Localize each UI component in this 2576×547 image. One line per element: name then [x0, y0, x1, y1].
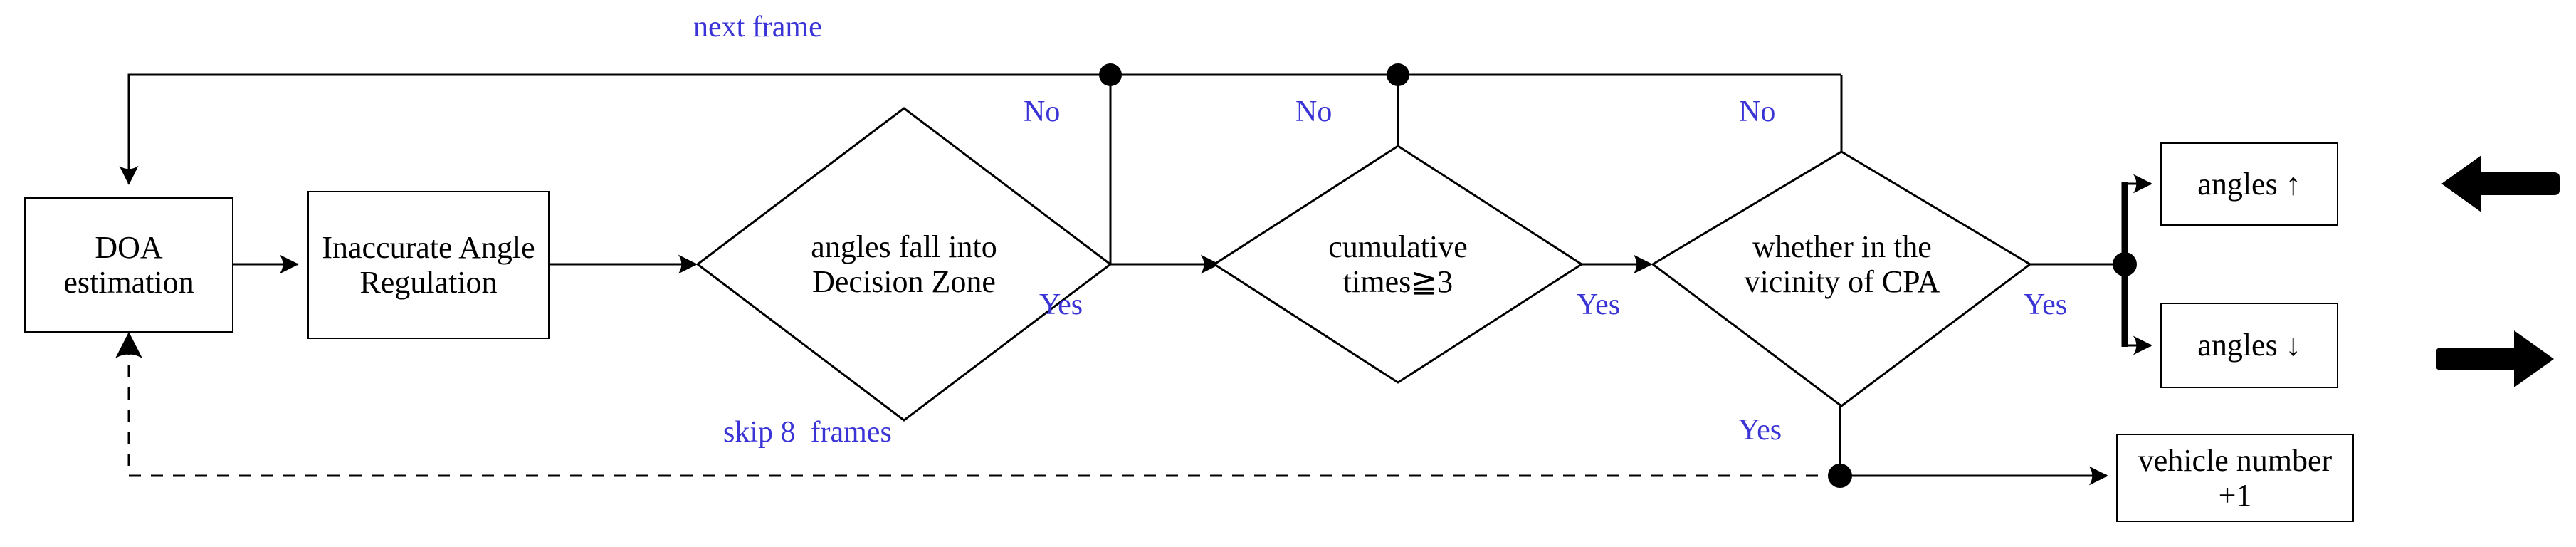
decision-d2-shape	[1212, 145, 1584, 384]
decision-d3-shape	[1651, 150, 2032, 407]
process-vehicle-number-increment[interactable]: vehicle number +1	[2116, 434, 2354, 522]
edge-label-d3-no: No	[1739, 95, 1776, 128]
junction-dot-d1-top	[1099, 63, 1122, 86]
edge-d3-bottom-yes	[1839, 406, 2108, 486]
decision-d1-shape	[695, 107, 1113, 422]
edge-skip-frames-dashed	[127, 349, 1840, 477]
edge-label-next-frame: next frame	[693, 11, 822, 43]
junction-dot-branch-bus	[2113, 252, 2137, 276]
edge-label-d2-no: No	[1295, 95, 1332, 128]
edge-label-skip-frames: skip 8 frames	[723, 416, 892, 449]
process-vehicle-number-increment-label: vehicle number +1	[2138, 442, 2333, 513]
edge-next-frame-bus	[119, 73, 1841, 185]
process-angles-up[interactable]: angles ↑	[2160, 142, 2338, 226]
process-inaccurate-angle-regulation-label: Inaccurate Angle Regulation	[322, 229, 535, 300]
process-doa-estimation[interactable]: DOA estimation	[24, 197, 233, 333]
edge-label-d2-yes: Yes	[1577, 288, 1621, 321]
process-angles-down[interactable]: angles ↓	[2160, 303, 2338, 388]
junction-dot-d2-top	[1387, 63, 1409, 86]
process-inaccurate-angle-regulation[interactable]: Inaccurate Angle Regulation	[307, 191, 550, 339]
edge-label-d1-yes: Yes	[1039, 288, 1083, 321]
process-angles-down-label: angles ↓	[2197, 328, 2301, 363]
outcome-arrow-right	[2436, 330, 2554, 387]
process-angles-up-label: angles ↑	[2197, 166, 2301, 202]
edge-skip-frames-arrowhead	[115, 332, 142, 358]
junction-dot-bottom-yes	[1828, 464, 1852, 488]
edge-label-d3-yes-bottom: Yes	[1738, 414, 1782, 447]
outcome-arrow-left	[2441, 155, 2560, 212]
edge-label-d3-yes-right: Yes	[2024, 288, 2068, 321]
process-doa-estimation-label: DOA estimation	[63, 229, 194, 300]
edge-label-d1-no: No	[1024, 95, 1061, 128]
